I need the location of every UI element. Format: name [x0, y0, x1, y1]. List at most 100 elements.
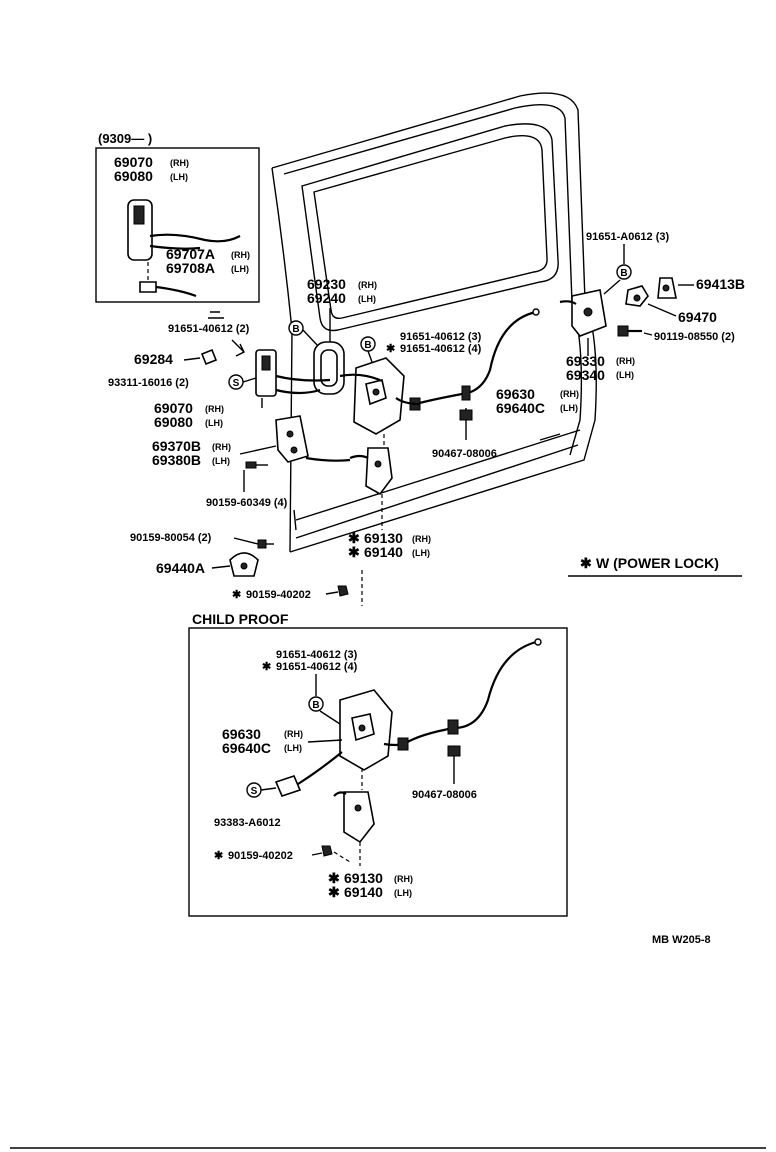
cp-part-69130-tag: (RH): [394, 874, 413, 884]
part-69370b-tag: (RH): [212, 442, 231, 452]
part-69070-tag: (RH): [205, 404, 224, 414]
part-69413b: 69413B: [696, 276, 745, 292]
screw-60349: 90159-60349 (4): [206, 497, 288, 509]
inset-rod-lh-tag: (LH): [231, 264, 249, 274]
inset-rod-rh-tag: (RH): [231, 250, 250, 260]
screw-s-mark-main-text: S: [233, 378, 240, 389]
rear-lock-drawing: [559, 289, 607, 337]
lock-cable-main: [415, 310, 537, 406]
clip-b-mark-left-text: B: [292, 324, 299, 335]
inset-rod-rh: 69707A: [166, 246, 215, 262]
clip-40612-2: 91651-40612 (2): [168, 323, 250, 335]
serial-inset: (9309— ) 69070 (RH) 69080 (LH) 69707A (R…: [95, 131, 260, 319]
clamp-08006: 90467-08006: [432, 448, 497, 460]
cp-clip-b-mark: [308, 696, 324, 712]
star-69140: ✱: [348, 544, 360, 560]
bolt-08550: 90119-08550 (2): [654, 331, 735, 343]
cp-lock-drawing: [339, 689, 405, 790]
part-69340-tag: (LH): [616, 370, 634, 380]
cp-clamp-08006: 90467-08006: [412, 789, 477, 801]
part-69284-drawing: [200, 348, 218, 366]
cp-part-69630-tag: (RH): [284, 729, 303, 739]
cp-clip-b-mark-text: B: [312, 700, 319, 711]
cp-part-69640c: 69640C: [222, 740, 271, 756]
cp-lever-drawing: [274, 751, 343, 797]
part-69240-tag: (LH): [358, 294, 376, 304]
part-69130: 69130: [364, 530, 403, 546]
part-69140: 69140: [364, 544, 403, 560]
part-69070: 69070: [154, 400, 193, 416]
part-69640c-tag: (LH): [560, 403, 578, 413]
inside-handle-drawing: [255, 349, 331, 397]
part-69080-tag: (LH): [205, 418, 223, 428]
part-69470-drawing: [625, 285, 649, 307]
screw-40202-main: 90159-40202: [246, 589, 311, 601]
inset-handle-lh-tag: (LH): [170, 172, 188, 182]
clip-b-mark-upper: [616, 264, 632, 280]
clip-b-mark-center-text: B: [364, 340, 371, 351]
part-69630: 69630: [496, 386, 535, 402]
bolt-08550-drawing: [617, 325, 642, 337]
child-proof-frame: [188, 627, 568, 917]
part-69130-tag: (RH): [412, 534, 431, 544]
cp-lock-cable: [403, 640, 537, 745]
part-69230: 69230: [307, 276, 346, 292]
inset-handle-lh: 69080: [114, 168, 153, 184]
part-69230-tag: (RH): [358, 280, 377, 290]
inset-rod-lh: 69708A: [166, 260, 215, 276]
cp-clip-4: 91651-40612 (4): [276, 661, 358, 673]
cp-star-clip-4: ✱: [262, 661, 271, 673]
clip-b-mark-left: [288, 320, 304, 336]
cp-screw-40202: 90159-40202: [228, 850, 293, 862]
part-69080: 69080: [154, 414, 193, 430]
cp-screw-a6012: 93383-A6012: [214, 817, 281, 829]
part-69330: 69330: [566, 353, 605, 369]
legend-star: ✱: [580, 555, 592, 571]
cp-screw-s-mark-text: S: [251, 786, 258, 797]
inset-handle-drawing: [127, 199, 241, 298]
clip-40612-3: 91651-40612 (3): [400, 331, 482, 343]
clip-a0612-label: 91651-A0612 (3): [586, 231, 670, 243]
cp-clip-3: 91651-40612 (3): [276, 649, 358, 661]
star-40202-main: ✱: [232, 589, 241, 601]
inset-handle-rh: 69070: [114, 154, 153, 170]
part-69640c: 69640C: [496, 400, 545, 416]
part-69380b: 69380B: [152, 452, 201, 468]
sliding-door-outline: [271, 92, 597, 553]
screw-80054: 90159-80054 (2): [130, 532, 212, 544]
legend-power-lock: W (POWER LOCK): [596, 555, 719, 571]
cp-part-69140: 69140: [344, 884, 383, 900]
part-69440a: 69440A: [156, 560, 205, 576]
inset-handle-rh-tag: (RH): [170, 158, 189, 168]
part-69380b-tag: (LH): [212, 456, 230, 466]
part-69370b: 69370B: [152, 438, 201, 454]
part-69413b-drawing: [657, 277, 677, 299]
inset-frame: [95, 147, 260, 303]
cp-part-69640c-tag: (LH): [284, 743, 302, 753]
part-69240: 69240: [307, 290, 346, 306]
front-lock-drawing: [275, 415, 351, 463]
diagram-reference: MB W205-8: [652, 934, 711, 946]
cp-star-69130: ✱: [328, 870, 340, 886]
child-proof-inset: CHILD PROOF 91651-40612 (3) ✱ 91651-4061…: [188, 611, 568, 917]
part-69340: 69340: [566, 367, 605, 383]
cp-part-69130: 69130: [344, 870, 383, 886]
outside-handle-drawing: [313, 341, 345, 395]
star-clip-40612-4: ✱: [386, 343, 395, 355]
part-69140-tag: (LH): [412, 548, 430, 558]
cp-star-40202: ✱: [214, 850, 223, 862]
center-lock-drawing: [339, 357, 421, 460]
star-69130: ✱: [348, 530, 360, 546]
screw-16016: 93311-16016 (2): [108, 377, 189, 389]
lock-motor-drawing: [349, 447, 393, 530]
striker-drawing: [229, 552, 259, 577]
cp-part-69630: 69630: [222, 726, 261, 742]
child-proof-title: CHILD PROOF: [192, 611, 289, 627]
part-69284: 69284: [134, 351, 173, 367]
part-69470: 69470: [678, 309, 717, 325]
cp-part-69140-tag: (LH): [394, 888, 412, 898]
direction-arrow: [231, 339, 245, 357]
part-69330-tag: (RH): [616, 356, 635, 366]
cp-motor-drawing: [333, 791, 375, 866]
